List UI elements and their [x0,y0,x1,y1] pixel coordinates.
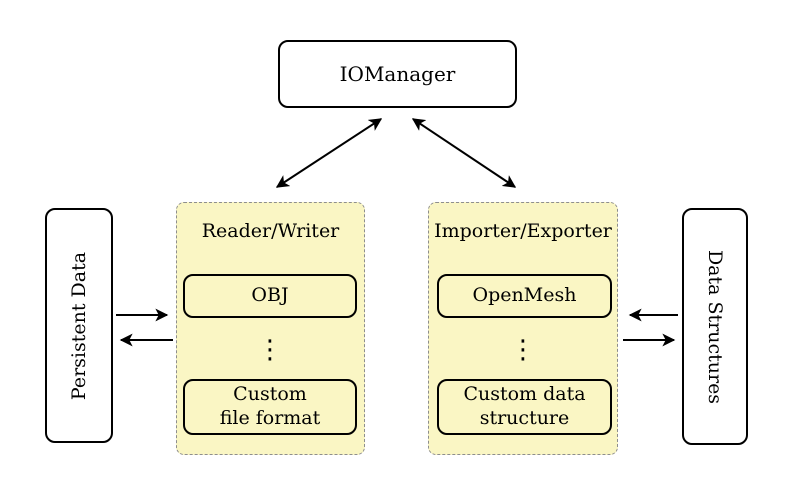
item-openmesh: OpenMesh [437,274,612,318]
item-custom-file-format: Custom file format [183,379,357,435]
item-obj: OBJ [183,274,357,318]
node-iomanager-label: IOManager [339,62,456,86]
node-data-structures: Data Structures [682,208,748,445]
vertical-ellipsis-right: ⋮ [510,335,536,365]
vertical-ellipsis-left: ⋮ [257,335,283,365]
node-data-structures-label: Data Structures [704,249,726,404]
arrow-iomanager-importerexporter [411,118,517,188]
arrow-iomanager-readerwriter [275,118,383,188]
node-persistent-data-label: Persistent Data [68,251,90,400]
group-reader-writer-title: Reader/Writer [201,220,340,242]
item-custom-data-structure: Custom data structure [437,379,612,435]
node-persistent-data: Persistent Data [45,208,113,443]
group-importer-exporter-title: Importer/Exporter [434,220,612,242]
node-iomanager: IOManager [278,40,517,108]
